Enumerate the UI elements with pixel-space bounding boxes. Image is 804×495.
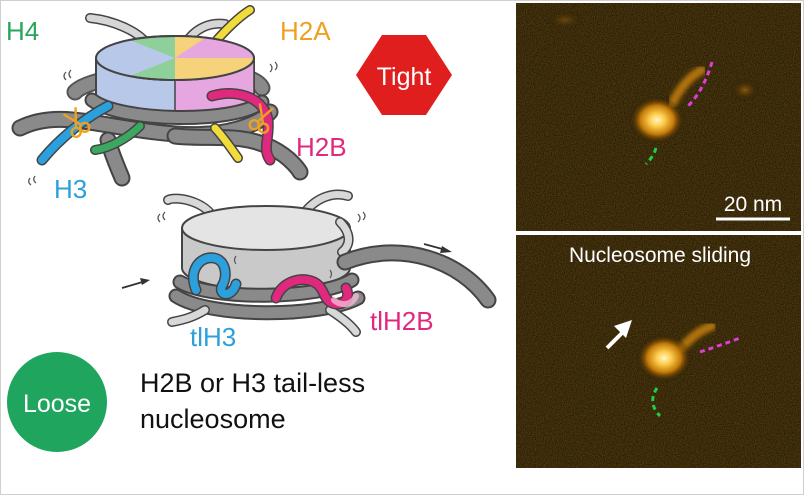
label-h2a: H2A: [280, 16, 331, 46]
label-tlh3: tlH3: [190, 322, 236, 352]
scale-bar-label: 20 nm: [724, 193, 782, 216]
afm-panel-bottom: Nucleosome sliding: [516, 235, 801, 468]
afm-title: Nucleosome sliding: [569, 244, 751, 267]
afm-magenta-trace: [699, 336, 741, 354]
afm-magenta-trace: [686, 61, 714, 108]
loose-badge: Loose: [7, 352, 107, 452]
label-h3: H3: [54, 174, 87, 204]
tight-badge: Tight: [356, 35, 452, 115]
scissors-icon: [248, 103, 274, 134]
caption-line-2: nucleosome: [140, 404, 286, 434]
tight-label: Tight: [377, 63, 432, 91]
afm-green-trace: [644, 147, 658, 166]
sliding-arrow-icon: [121, 243, 452, 289]
afm-green-trace: [651, 387, 662, 418]
tailless-nucleosome: [121, 189, 497, 337]
label-tlh2b: tlH2B: [370, 306, 434, 336]
label-h2b: H2B: [296, 132, 347, 162]
loose-label: Loose: [23, 390, 91, 418]
scissors-icon: [62, 107, 91, 138]
afm-panel-top: 20 nm: [516, 3, 801, 231]
label-h4: H4: [6, 16, 39, 46]
arrow-icon: [605, 320, 632, 350]
intact-nucleosome: [11, 5, 309, 187]
caption-line-1: H2B or H3 tail-less: [140, 368, 365, 398]
